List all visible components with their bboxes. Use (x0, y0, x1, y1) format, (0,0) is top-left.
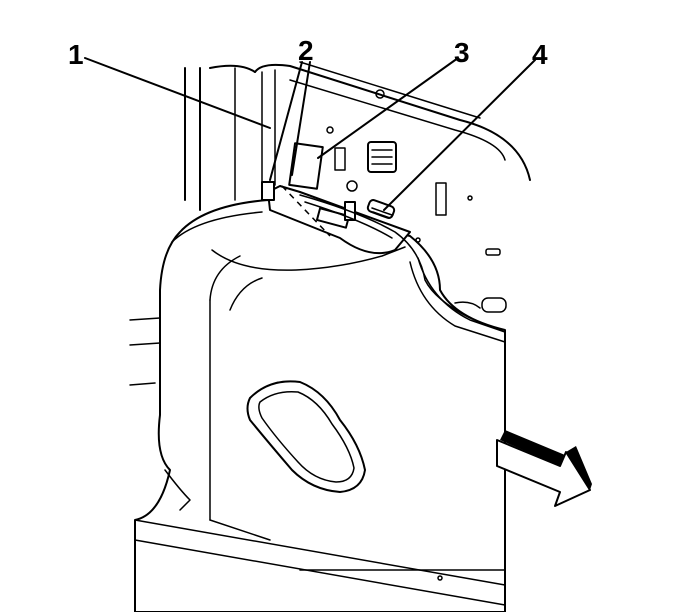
callout-3: 3 (454, 37, 470, 68)
inner-door-panel (254, 61, 531, 313)
callout-2: 2 (298, 35, 314, 66)
leader-line-3 (317, 57, 459, 159)
leader-line-2b (291, 61, 311, 176)
leader-line-4 (383, 59, 536, 211)
callout-leaders (84, 57, 536, 211)
leader-line-1 (84, 57, 271, 129)
switch-bracket (261, 181, 471, 319)
outward-arrow-icon (496, 430, 592, 507)
door-frame (129, 64, 256, 386)
leader-line-2a (269, 61, 303, 181)
door-trim-panel (134, 199, 506, 612)
retainer-clip (261, 181, 275, 201)
callout-4: 4 (532, 39, 548, 70)
callout-1: 1 (68, 39, 84, 70)
